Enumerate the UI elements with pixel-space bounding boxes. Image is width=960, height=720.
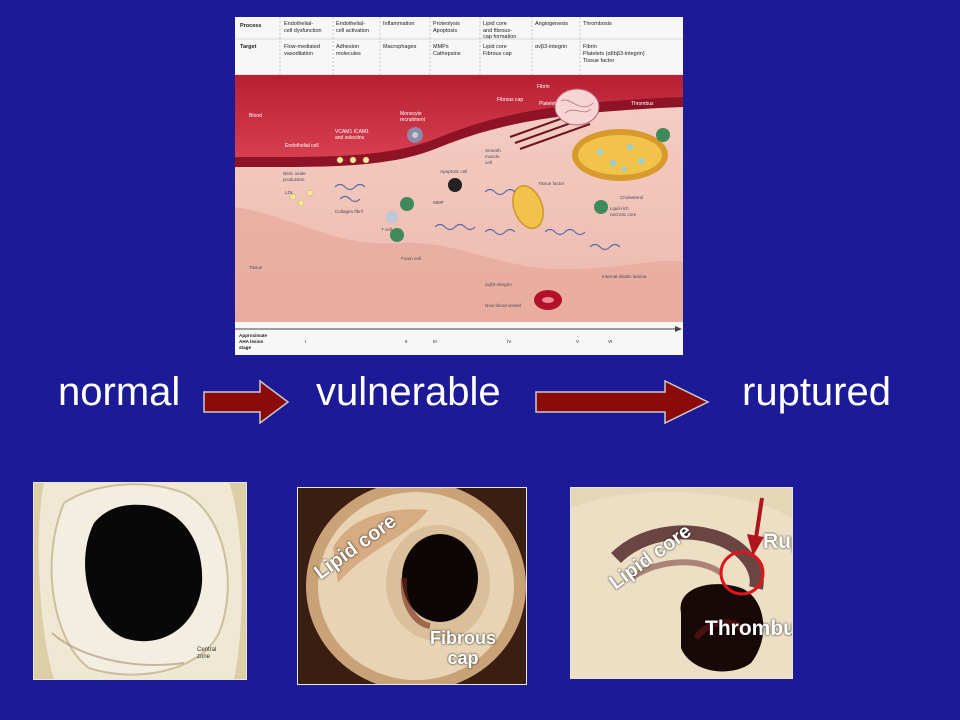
label-vcam: VCAM1 ICAM1 [335, 129, 369, 135]
axis-label-line3: stage [239, 345, 251, 350]
process-5c: cap formation [483, 34, 516, 40]
label-tissue-factor: Tissue factor [538, 181, 565, 186]
label-necrotic-core: necrotic core [610, 212, 637, 217]
stage-vulnerable: vulnerable [316, 370, 501, 414]
axis-label-line1: Approximate [239, 333, 268, 338]
process-4b: Apoptosis [433, 28, 457, 34]
photo-normal-artery: Central zone [33, 482, 247, 680]
label-nitric-oxide: Nitric oxide [283, 171, 306, 176]
label-smooth: Smooth [485, 148, 501, 153]
photo-ruptured-plaque: Lipid core Rupture Thrombus [570, 487, 793, 679]
label-selectins: and selectins [335, 135, 365, 141]
label-foam-cell: Foam cell [401, 256, 421, 261]
target-6a: αvβ3-integrin [535, 44, 567, 50]
stage-ruptured: ruptured [742, 370, 891, 414]
target-7a: Fibrin [583, 44, 597, 50]
target-3a: Macrophages [383, 44, 417, 50]
label-mmp: MMP [433, 200, 444, 205]
target-2a: Adhesion [336, 44, 359, 50]
label-ldl: LDL [285, 190, 294, 195]
label-cell: cell [485, 160, 492, 165]
process-3a: Inflammation [383, 21, 415, 27]
photo-vulnerable-plaque: Lipid core Fibrous cap [297, 487, 527, 685]
central-zone-label-line1: Central [197, 647, 217, 653]
label-lamina: Internal elastic lamina [602, 274, 647, 279]
target-1a: Flow-mediated [284, 44, 320, 50]
process-6a: Angiogenesis [535, 21, 568, 27]
process-1a: Endothelial- [284, 21, 313, 27]
label-blood: Blood [249, 113, 262, 119]
stage-tick-6: VI [608, 339, 612, 344]
label-fibrin: Fibrin [537, 84, 550, 90]
label-recruitment: recruitment [400, 117, 426, 123]
arrow-right-icon [203, 379, 290, 425]
label-tissue: Tissue [249, 265, 263, 270]
target-7c: Tissue factor [583, 58, 614, 64]
process-2a: Endothelial- [336, 21, 365, 27]
target-2b: molecules [336, 51, 361, 57]
label-integrin: αvβ3-integrin [485, 282, 512, 287]
process-7a: Thrombosis [583, 21, 612, 27]
target-1b: vasodilation [284, 51, 313, 57]
thrombus-label: Thrombus [705, 617, 792, 640]
fibrous-cap-label-line2: cap [447, 648, 479, 668]
stage-tick-5: V [576, 339, 580, 344]
stage-tick-2: II [405, 339, 408, 344]
process-4a: Proteolysis [433, 21, 460, 27]
axis-label-line2: AHA lesion [239, 339, 264, 344]
label-muscle: muscle [485, 154, 500, 159]
label-collagen-fibril: Collagen fibril [335, 209, 363, 214]
label-fibrous-cap: Fibrous cap [497, 97, 523, 103]
process-2b: cell activation [336, 28, 369, 34]
label-t-cell: T cell [381, 227, 392, 232]
label-apoptotic-cell: Apoptotic cell [440, 169, 467, 174]
header-target: Target [240, 44, 257, 50]
label-cholesterol: Cholesterol [620, 195, 643, 200]
target-5b: Fibrous cap [483, 51, 512, 57]
target-5a: Lipid core [483, 44, 507, 50]
rupture-label: Rupture [763, 530, 792, 553]
rupture-marker [719, 497, 765, 596]
label-lipid-rich: Lipid-rich [610, 206, 629, 211]
target-4b: Cathepsins [433, 51, 461, 57]
label-endothelial-cell: Endothelial cell [285, 143, 319, 149]
stage-tick-4: IV [507, 339, 512, 344]
atherosclerosis-progression-figure: Process Target Endothelial- cell dysfunc… [235, 17, 683, 355]
process-1b: cell dysfunction [284, 28, 322, 34]
target-7b: Platelets (αIIbβ3-integrin) [583, 51, 645, 57]
label-production: production [283, 177, 305, 182]
label-platelet: Platelet [539, 101, 556, 107]
stage-tick-1: I [305, 339, 306, 344]
label-monocyte: Monocyte [400, 111, 422, 117]
header-process: Process [240, 23, 261, 29]
label-thrombus: Thrombus [631, 101, 654, 107]
stage-tick-3: III [433, 339, 437, 344]
fibrous-cap-label-line1: Fibrous [430, 628, 496, 648]
arrow-right-icon [535, 379, 710, 425]
process-5a: Lipid core [483, 21, 507, 27]
target-4a: MMPs [433, 44, 449, 50]
central-zone-label-line2: zone [197, 654, 211, 660]
process-5b: and fibrous- [483, 28, 512, 34]
stage-normal: normal [58, 370, 181, 414]
label-new-vessel: New blood vessel [485, 303, 521, 308]
